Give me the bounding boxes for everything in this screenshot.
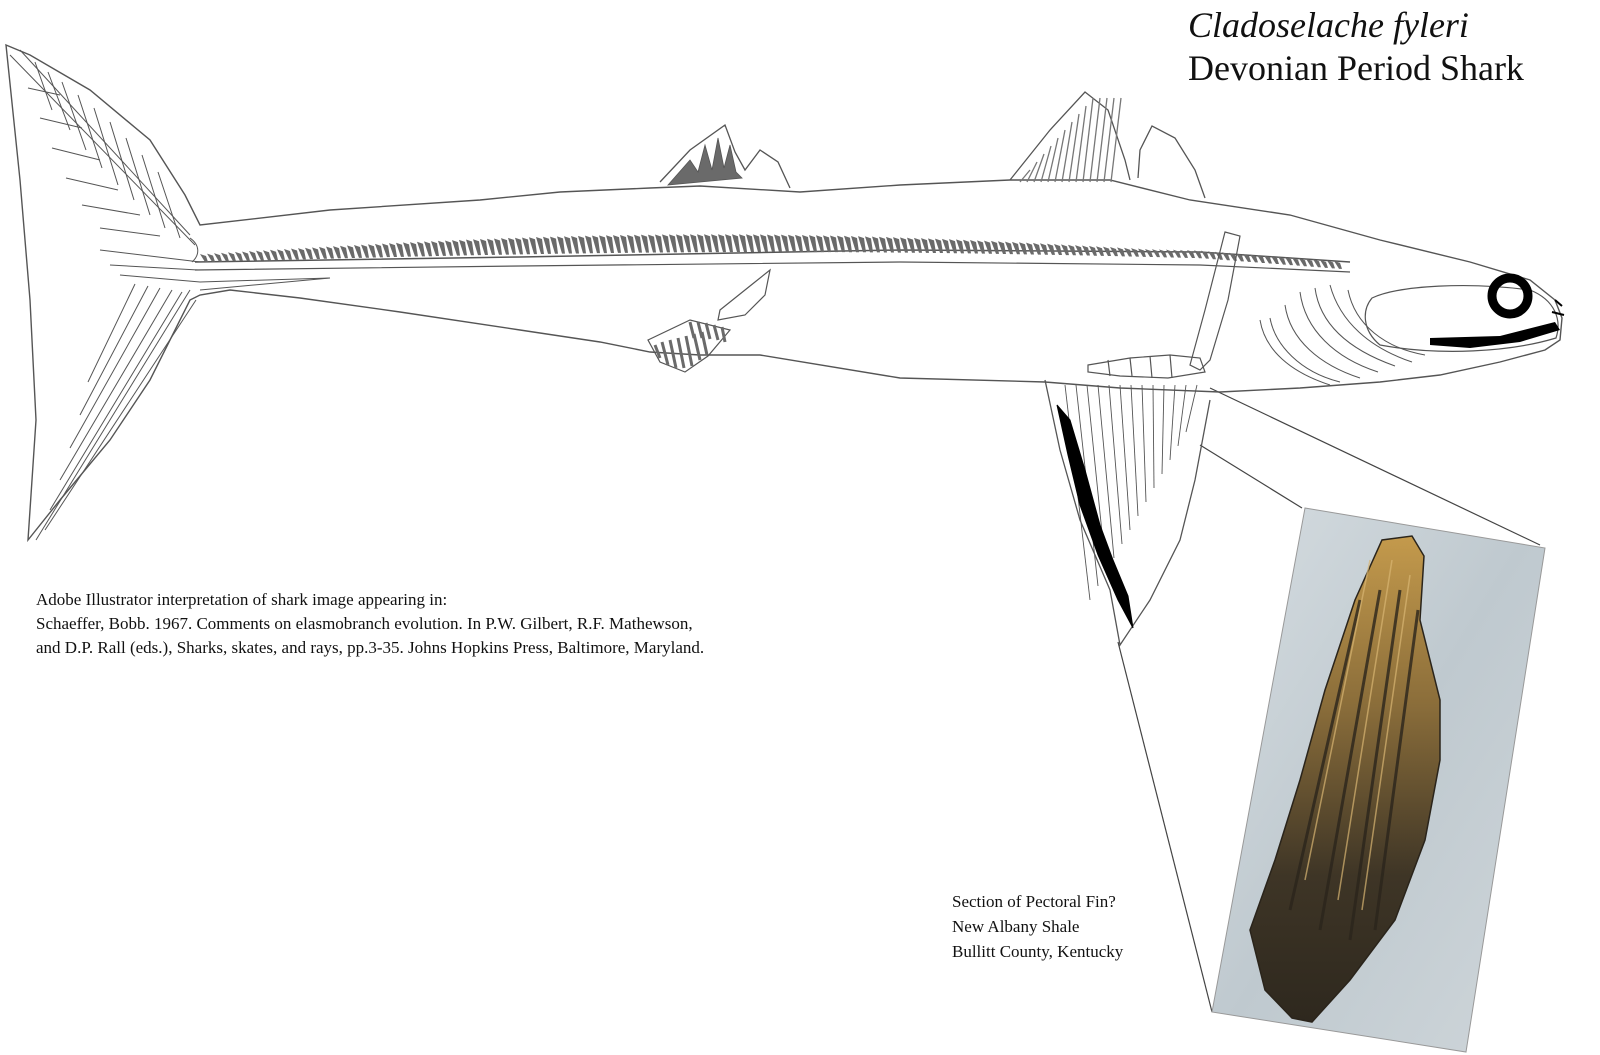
pectoral-girdle bbox=[1087, 231, 1241, 379]
citation-line: Schaeffer, Bobb. 1967. Comments on elasm… bbox=[36, 614, 693, 633]
citation-line: and D.P. Rall (eds.), Sharks, skates, an… bbox=[36, 638, 705, 657]
neural-spines bbox=[200, 234, 1342, 269]
page-title: Devonian Period Shark bbox=[1188, 48, 1524, 88]
jaw bbox=[1430, 322, 1560, 348]
caudal-fin-rays-upper bbox=[9, 49, 201, 271]
zoom-connector-lines bbox=[1117, 387, 1541, 1013]
eye bbox=[1487, 273, 1533, 319]
fossil-fin-photo bbox=[1211, 507, 1546, 1053]
head bbox=[1364, 273, 1565, 352]
gill-arches bbox=[1259, 284, 1426, 386]
pelvic-fin bbox=[647, 268, 771, 373]
caption-line: New Albany Shale bbox=[952, 917, 1080, 936]
second-dorsal-fin bbox=[1009, 91, 1206, 199]
vertebral-column bbox=[194, 234, 1351, 273]
photo-caption: Section of Pectoral Fin? New Albany Shal… bbox=[952, 889, 1212, 964]
caption-line: Bullitt County, Kentucky bbox=[952, 942, 1124, 961]
lateral-line bbox=[199, 277, 331, 291]
citation-text: Adobe Illustrator interpretation of shar… bbox=[36, 588, 916, 660]
caption-line: Section of Pectoral Fin? bbox=[952, 892, 1116, 911]
first-dorsal-fin bbox=[659, 123, 791, 189]
pectoral-fin bbox=[1044, 379, 1211, 647]
title-block: Cladoselache fyleri Devonian Period Shar… bbox=[1188, 4, 1598, 90]
citation-line: Adobe Illustrator interpretation of shar… bbox=[36, 590, 448, 609]
shark-body-outline bbox=[5, 43, 1563, 543]
species-name: Cladoselache fyleri bbox=[1188, 5, 1469, 45]
caudal-fin-rays-lower bbox=[35, 274, 331, 541]
